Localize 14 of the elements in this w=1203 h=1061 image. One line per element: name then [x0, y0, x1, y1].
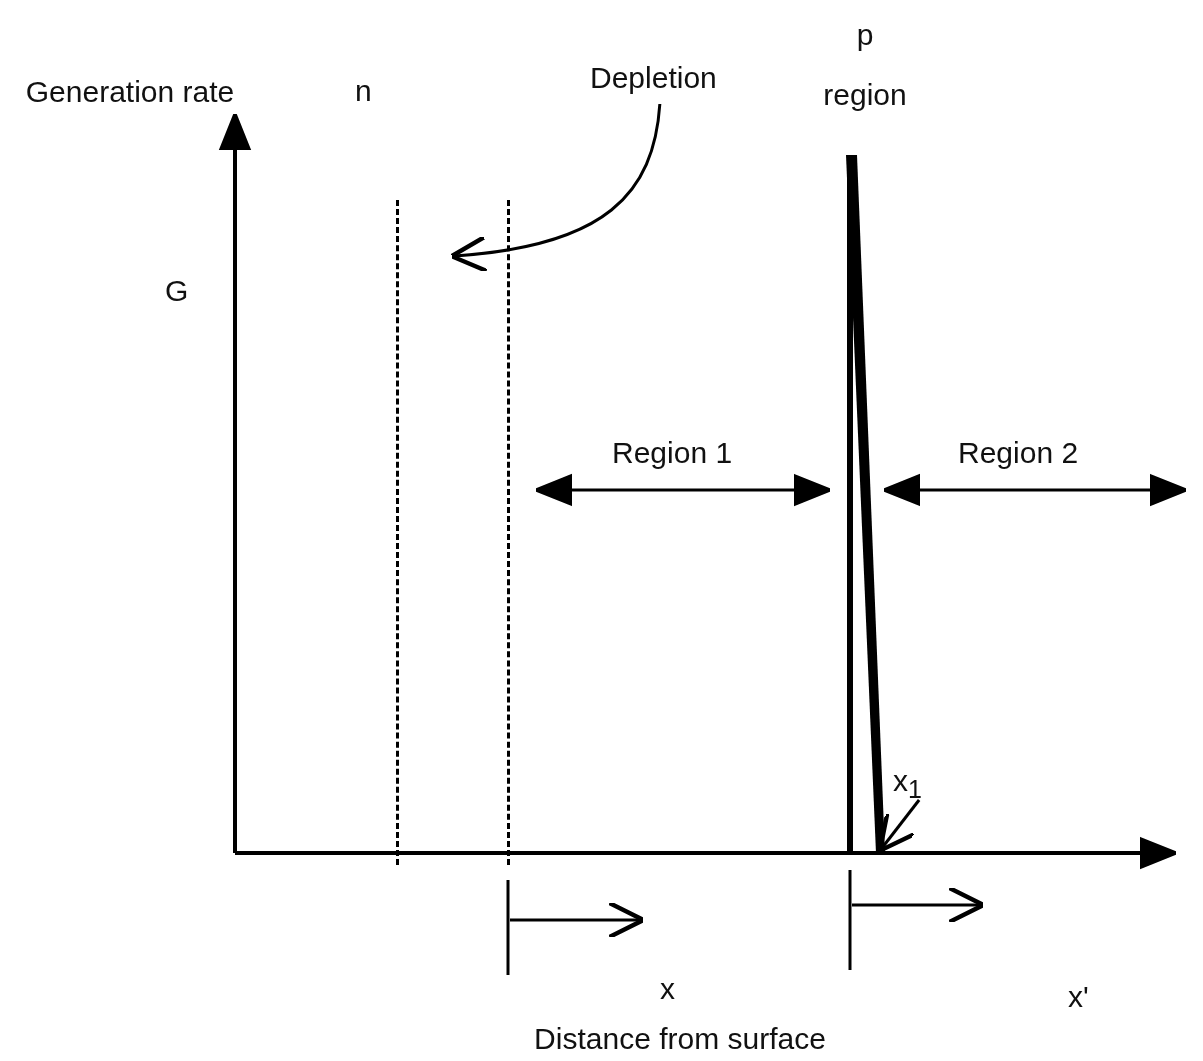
dimension-label: Region 1: [612, 435, 733, 471]
leader-line: [449, 103, 662, 273]
dimension-label: Region 2: [958, 435, 1079, 471]
axis-title: Generation rate: [24, 74, 236, 110]
region-label: n: [355, 73, 372, 109]
annotation-text: Depletion: [590, 60, 717, 96]
generation-curve: [846, 155, 885, 853]
depletion-region-band: [396, 200, 510, 865]
annotation-text: x$_{1}$: [893, 763, 922, 804]
region-label: p region: [822, 17, 908, 113]
axis-label: G: [165, 273, 189, 309]
axis-title: Distance from surface: [533, 1021, 827, 1057]
axis-variable: x': [1068, 979, 1089, 1015]
axis-variable: x: [660, 971, 675, 1007]
